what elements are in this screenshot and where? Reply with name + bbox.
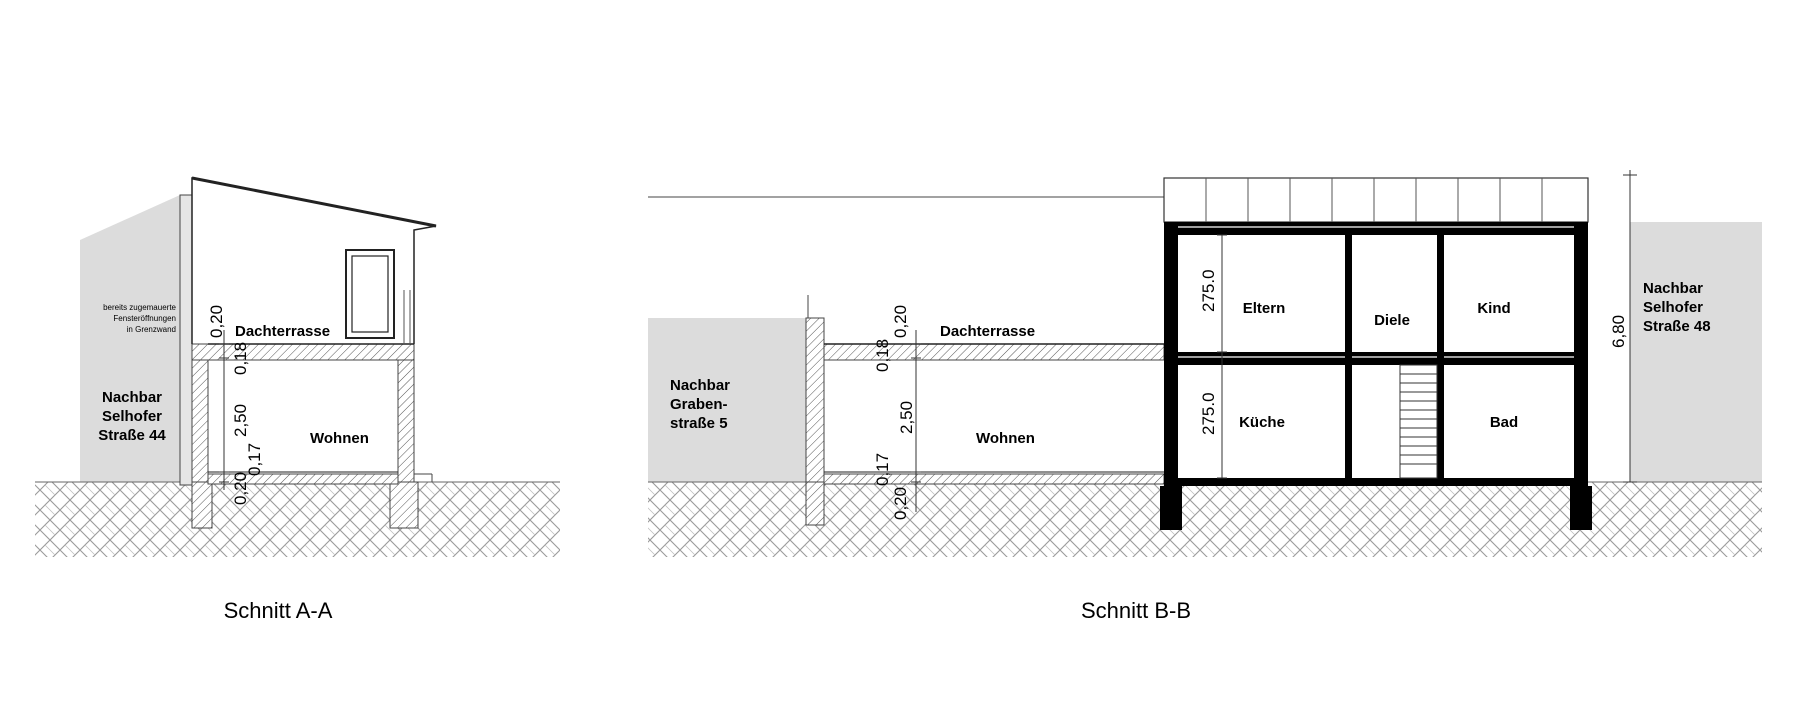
party-wall-a: [179, 194, 193, 486]
dim-b-upper-floor: 275.0: [1199, 269, 1218, 312]
neighbor-a-line3: Straße 44: [98, 427, 166, 444]
note-a-line2: Fensteröffnungen: [113, 314, 176, 323]
dim-b-floor-screed: 0,17: [873, 453, 892, 486]
foundation-left-a: [191, 481, 213, 529]
dimension-chain-a: [219, 330, 229, 490]
main-building-b: 275.0 275.0: [1160, 177, 1592, 530]
stairs-b: [1399, 364, 1438, 479]
room-a-living: Wohnen: [310, 430, 369, 447]
room-b-hall: Diele: [1374, 312, 1410, 329]
room-b-bath: Bad: [1490, 414, 1518, 431]
dim-a-height: 2,50: [231, 404, 250, 437]
note-a-line1: bereits zugemauerte: [103, 303, 176, 312]
neighbor-building-a: [80, 195, 180, 482]
neighbor-b-right-line1: Nachbar: [1643, 280, 1703, 297]
room-b-parents: Eltern: [1243, 300, 1286, 317]
neighbor-b-right-line2: Selhofer: [1643, 299, 1703, 316]
dim-b-height: 2,50: [897, 401, 916, 434]
dim-total-height-line: [1623, 170, 1637, 483]
dim-a-floor-slab: 0,20: [231, 472, 250, 505]
note-a-line3: in Grenzwand: [127, 325, 176, 334]
section-a-a: 0,20 0,18 2,50 0,17 0,20 bereits zugemau…: [35, 176, 560, 623]
foundation-right-a: [389, 481, 419, 529]
dim-a-floor-screed: 0,17: [245, 443, 264, 476]
room-a-terrace: Dachterrasse: [235, 323, 330, 340]
title-a: Schnitt A-A: [224, 598, 333, 623]
dimension-chain-b: [911, 330, 921, 512]
room-b-kitchen: Küche: [1239, 414, 1285, 431]
neighbor-a-line2: Selhofer: [102, 408, 162, 425]
title-b: Schnitt B-B: [1081, 598, 1191, 623]
wall-left-a: [191, 357, 209, 483]
dim-a-top-slab: 0,20: [207, 305, 226, 338]
neighbor-a-line1: Nachbar: [102, 389, 162, 406]
dim-b-total-height: 6,80: [1609, 315, 1628, 348]
room-b-living: Wohnen: [976, 430, 1035, 447]
section-b-b: 0,20 0,18 2,50 0,17 0,20: [648, 170, 1762, 623]
dim-b-top-slab: 0,20: [891, 305, 910, 338]
dim-b-lower-floor: 275.0: [1199, 392, 1218, 435]
room-b-child: Kind: [1477, 300, 1510, 317]
dim-a-top-screed: 0,18: [231, 342, 250, 375]
slab-bottom-a: [207, 473, 399, 485]
neighbor-b-left-line1: Nachbar: [670, 377, 730, 394]
neighbor-b-left-line3: straße 5: [670, 415, 728, 432]
wall-right-a: [397, 357, 415, 483]
dim-b-floor-slab: 0,20: [891, 487, 910, 520]
neighbor-building-b-left: [648, 318, 806, 482]
ground-a: [35, 482, 560, 557]
neighbor-b-right-line3: Straße 48: [1643, 318, 1711, 335]
roof-attic-b: [1163, 177, 1589, 223]
dim-b-top-screed: 0,18: [873, 339, 892, 372]
neighbor-building-b-right: [1630, 222, 1762, 482]
room-b-terrace: Dachterrasse: [940, 323, 1035, 340]
neighbor-b-left-line2: Graben-: [670, 396, 728, 413]
window-a: [345, 249, 395, 339]
